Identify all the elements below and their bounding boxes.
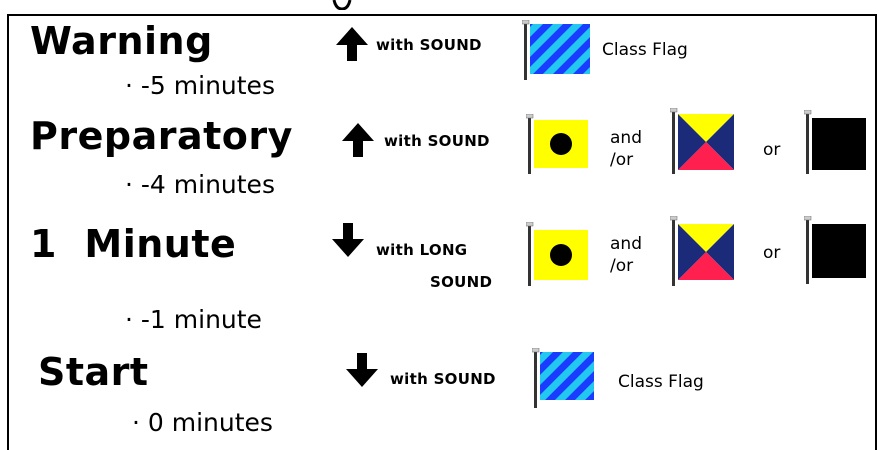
stage-title-one-minute: 1 Minute [30,222,237,266]
diagram-frame [7,14,877,450]
black-flag-icon [804,110,866,174]
stage-time-start: · 0 minutes [132,408,273,437]
title-fragment [332,0,352,10]
sound-label-start: with SOUND [390,370,496,388]
z-flag-icon [670,108,734,174]
stage-title-warning: Warning [30,19,213,63]
sound-label-preparatory: with SOUND [384,132,490,150]
stage-title-start: Start [38,350,149,394]
class-flag-label-start: Class Flag [618,372,704,392]
stage-time-one-minute: · -1 minute [125,305,262,334]
stage-time-preparatory: · -4 minutes [125,170,275,199]
arrow-down-icon [332,223,364,257]
sound-label-warning: with SOUND [376,36,482,54]
black-flag-icon [804,216,866,284]
or-slash-label-preparatory: /or [610,150,634,170]
arrow-down-icon [346,353,378,387]
or-label-preparatory: or [763,140,781,160]
arrow-up-icon [336,27,368,61]
and-label-one-minute: and [610,234,642,254]
sound-label-one-minute-line2: SOUND [430,273,493,291]
or-slash-label-one-minute: /or [610,256,634,276]
arrow-up-icon [342,123,374,157]
and-label-preparatory: and [610,128,642,148]
z-flag-icon [670,216,734,286]
or-label-one-minute: or [763,243,781,263]
sound-label-one-minute: with LONG [376,241,468,259]
stage-time-warning: · -5 minutes [125,71,275,100]
class-flag-label-warning: Class Flag [602,40,688,60]
stage-title-preparatory: Preparatory [30,114,293,158]
p-flag-icon [526,222,588,286]
class-flag-icon [532,348,594,408]
p-flag-icon [526,114,588,174]
class-flag-icon [522,20,590,80]
